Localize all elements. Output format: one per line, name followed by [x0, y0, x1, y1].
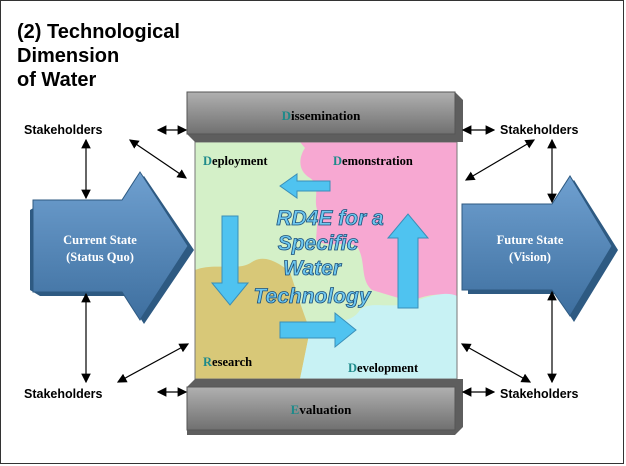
current-state-arrow: Current State (Status Quo)	[30, 171, 194, 324]
current-state-line-1: Current State	[63, 233, 137, 247]
dissemination-label: Dissemination	[282, 108, 362, 123]
stakeholders-bottom-right: Stakeholders	[500, 387, 579, 401]
dissemination-bar: Dissemination	[186, 91, 463, 142]
demonstration-label: Demonstration	[333, 154, 413, 168]
cycle-arrow-right	[279, 311, 357, 349]
diagram-title: (2) Technological Dimension of Water	[17, 21, 180, 91]
center-line-3: Water	[283, 257, 343, 280]
evaluation-rest: valuation	[299, 402, 352, 417]
title-line-2: Dimension	[17, 45, 119, 67]
deployment-label: Deployment	[203, 154, 268, 168]
center-line-4: Technology	[253, 285, 371, 308]
dissemination-rest: issemination	[291, 108, 361, 123]
dissemination-initial: D	[282, 108, 291, 123]
center-title: RD4E for a Specific Water Technology	[253, 207, 384, 309]
stakeholders-top-right: Stakeholders	[500, 123, 579, 137]
evaluation-initial: E	[291, 402, 300, 417]
cycle-arrow-up	[386, 213, 430, 309]
current-state-line-2: (Status Quo)	[66, 250, 134, 264]
title-line-3: of Water	[17, 69, 96, 91]
connector-arrows	[81, 125, 557, 397]
center-line-1: RD4E for a	[276, 207, 384, 230]
cycle-arrow-left	[279, 173, 331, 199]
research-label: Research	[203, 355, 252, 369]
stakeholders-bottom-left: Stakeholders	[24, 387, 103, 401]
future-state-arrow: Future State (Vision)	[461, 175, 618, 322]
cycle-arrow-down	[210, 215, 250, 306]
future-state-line-1: Future State	[497, 233, 564, 247]
stakeholders-top-left: Stakeholders	[24, 123, 103, 137]
development-quadrant	[300, 293, 457, 379]
cycle-arrows	[210, 173, 430, 349]
center-line-2: Specific	[278, 232, 359, 255]
evaluation-label: Evaluation	[291, 402, 352, 417]
evaluation-bar: Evaluation	[186, 379, 463, 435]
title-line-1: (2) Technological	[17, 21, 180, 43]
development-label: Development	[348, 361, 419, 375]
future-state-line-2: (Vision)	[509, 250, 551, 264]
